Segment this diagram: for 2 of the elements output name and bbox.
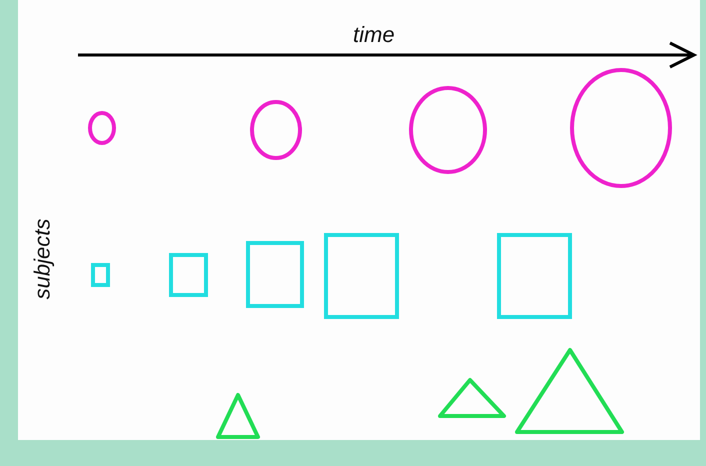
- axis-label: time: [353, 22, 395, 48]
- axis-label: subjects: [29, 218, 56, 300]
